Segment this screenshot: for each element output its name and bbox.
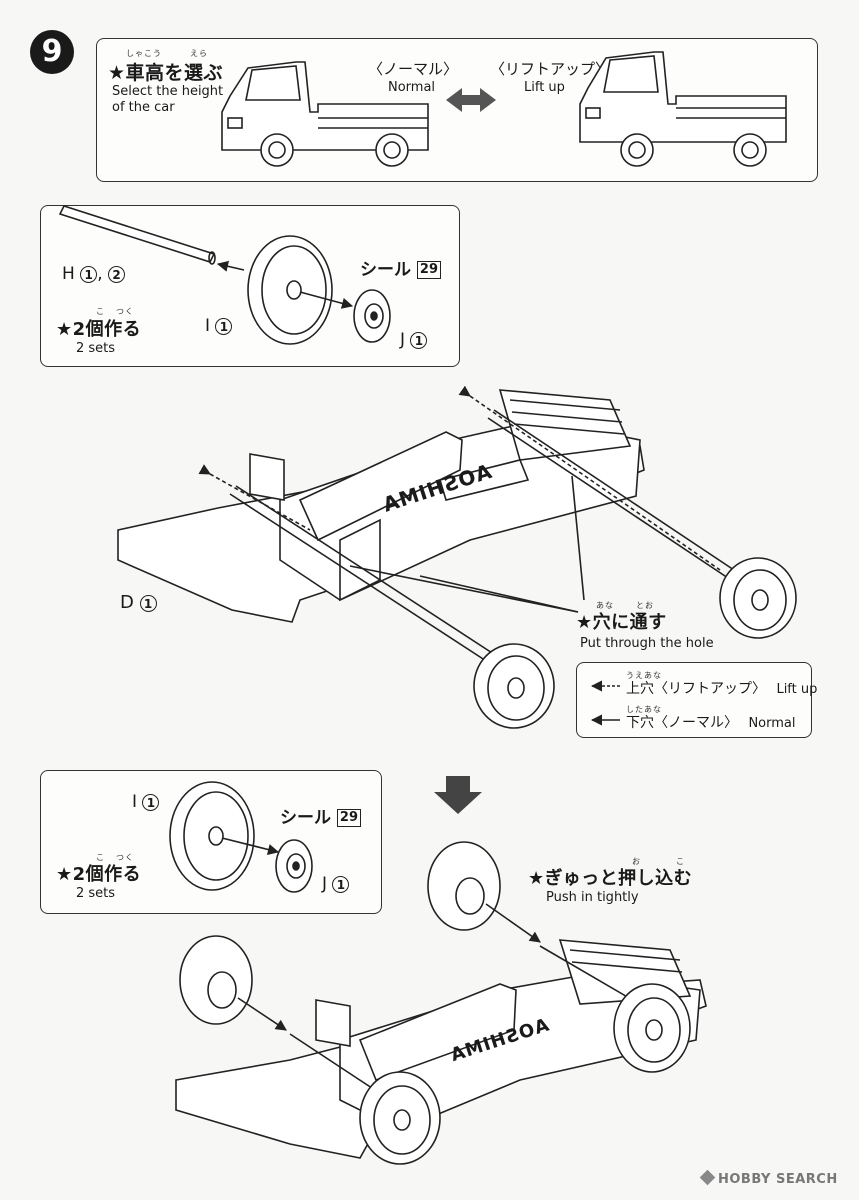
part-j-num-2: 1 — [332, 875, 350, 893]
watermark: HOBBY SEARCH — [699, 1169, 838, 1187]
liftup-label-jp: 〈リフトアップ〉 — [490, 60, 611, 78]
chassis-main — [117, 389, 645, 623]
down-arrow-icon — [434, 776, 482, 814]
part-h-num2: 2 — [108, 265, 126, 283]
make-two-jp: ★2個作る — [56, 319, 142, 340]
truck-normal-illustration — [221, 61, 429, 167]
part-h-label: H 1, 2 — [62, 264, 126, 284]
axle-part-h — [58, 205, 245, 272]
part-j-label: J 1 — [400, 330, 428, 350]
make-two-jp-2: ★2個作る — [56, 864, 142, 885]
hole-legend — [576, 662, 812, 738]
legend-upper-ruby: うえあな — [626, 671, 662, 680]
part-i-letter-2: I — [132, 792, 138, 812]
make-two-ruby-2: つく — [116, 307, 134, 316]
legend-lower-en: Normal — [748, 716, 796, 731]
wheel-cap-part-j — [353, 289, 391, 343]
part-h-letter: H — [62, 264, 75, 284]
through-hole-en: Put through the hole — [580, 636, 714, 651]
push-in-en: Push in tightly — [546, 890, 639, 905]
legend-lower-ruby: したあな — [626, 705, 662, 714]
legend-upper-en: Lift up — [776, 682, 818, 697]
make-two-ruby-1b: こ — [96, 853, 105, 862]
make-two-ruby-1: こ — [96, 307, 105, 316]
step-title-text: 車高を選ぶ — [125, 62, 224, 84]
part-i-label: I 1 — [205, 316, 233, 336]
wheel-part-i — [247, 235, 354, 345]
part-j-letter: J — [400, 330, 406, 350]
make-two-ruby-2b: つく — [116, 853, 134, 862]
through-hole-ruby-2: とお — [636, 601, 654, 610]
part-d-num: 1 — [139, 594, 157, 612]
normal-label-en: Normal — [388, 80, 436, 95]
part-i-num: 1 — [215, 317, 233, 335]
legend-lower: 下穴〈ノーマル〉 Normal — [626, 712, 796, 732]
wheel-part-i-2 — [169, 781, 280, 891]
watermark-text: HOBBY SEARCH — [718, 1172, 838, 1187]
seal-label-2: シール 29 — [280, 803, 362, 828]
part-j-num: 1 — [410, 331, 428, 349]
wheel-cap-part-j-2 — [275, 839, 313, 893]
push-in-ruby-2: こ — [676, 857, 685, 866]
wheel-mounted-right — [613, 983, 691, 1073]
front-axle — [198, 464, 555, 729]
push-in-ruby-1: お — [632, 857, 641, 866]
make-two-en-2: 2 sets — [76, 886, 116, 901]
double-arrow-icon — [446, 88, 496, 112]
through-hole-jp: ★穴に通す — [576, 612, 667, 633]
through-hole-pointer-lines — [349, 475, 585, 613]
chassis-assembled — [175, 939, 707, 1159]
title-ruby-2: えら — [190, 49, 208, 58]
step-number: 9 — [41, 34, 63, 69]
seal-num-2: 29 — [336, 809, 362, 827]
part-i-letter: I — [205, 316, 211, 336]
title-ruby-1: しゃこう — [126, 49, 162, 58]
truck-liftup-illustration — [579, 51, 787, 167]
step-subtitle-1: Select the height — [112, 84, 224, 99]
through-hole-ruby-1: あな — [596, 601, 614, 610]
normal-label-jp: 〈ノーマル〉 — [368, 60, 459, 78]
wheel-loose-left — [179, 935, 287, 1031]
part-i-num-2: 1 — [142, 793, 160, 811]
push-in-jp: ★ぎゅっと押し込む — [528, 868, 693, 889]
legend-upper: 上穴〈リフトアップ〉 Lift up — [626, 678, 817, 698]
seal-text: シール — [360, 260, 411, 280]
wheel-loose-right — [427, 841, 541, 943]
step-title: ★車高を選ぶ — [108, 58, 223, 85]
legend-lower-jp: 下穴〈ノーマル〉 — [626, 715, 738, 731]
step-number-badge: 9 — [30, 30, 74, 74]
part-h-num1: 1 — [80, 265, 98, 283]
legend-upper-jp: 上穴〈リフトアップ〉 — [626, 681, 766, 697]
rear-axle — [458, 385, 797, 639]
liftup-label-en: Lift up — [524, 80, 565, 95]
part-d-label: D 1 — [120, 592, 157, 613]
part-j-label-2: J 1 — [322, 874, 350, 894]
seal-num: 29 — [416, 261, 442, 279]
star-icon: ★ — [108, 62, 126, 84]
make-two-en: 2 sets — [76, 341, 116, 356]
seal-text-2: シール — [280, 808, 331, 828]
wheel-mounted-left — [359, 1071, 441, 1165]
seal-label: シール 29 — [360, 255, 442, 280]
part-j-letter-2: J — [322, 874, 328, 894]
part-i-label-2: I 1 — [132, 792, 160, 812]
part-d-letter: D — [120, 592, 134, 613]
part-h-sep: , — [97, 264, 103, 284]
step-subtitle-2: of the car — [112, 100, 175, 115]
